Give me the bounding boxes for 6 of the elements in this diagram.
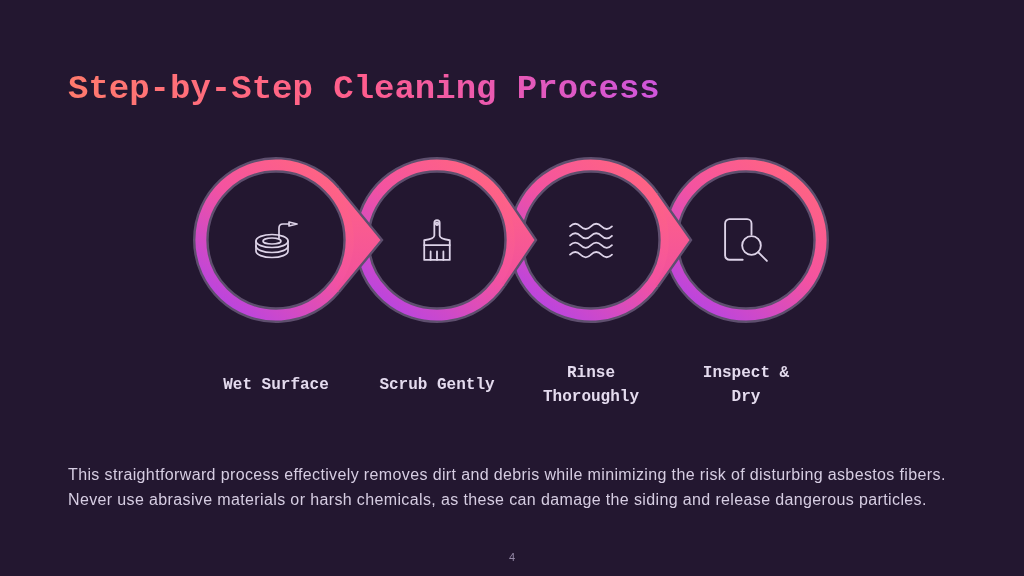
description-text: This straightforward process effectively removes dirt and debris while minimizing the risk of disturbing asbestos fibers. Never use abrasive materials or harsh chemicals, as these can damage the siding and release dangerous particles. (68, 465, 947, 510)
page-number: 4 (508, 550, 516, 564)
step-label: Inspect & Dry (701, 363, 791, 408)
step-label: Scrub Gently (379, 375, 495, 396)
step-label: Wet Surface (223, 375, 329, 396)
step-label: Rinse Thoroughly (542, 363, 640, 408)
